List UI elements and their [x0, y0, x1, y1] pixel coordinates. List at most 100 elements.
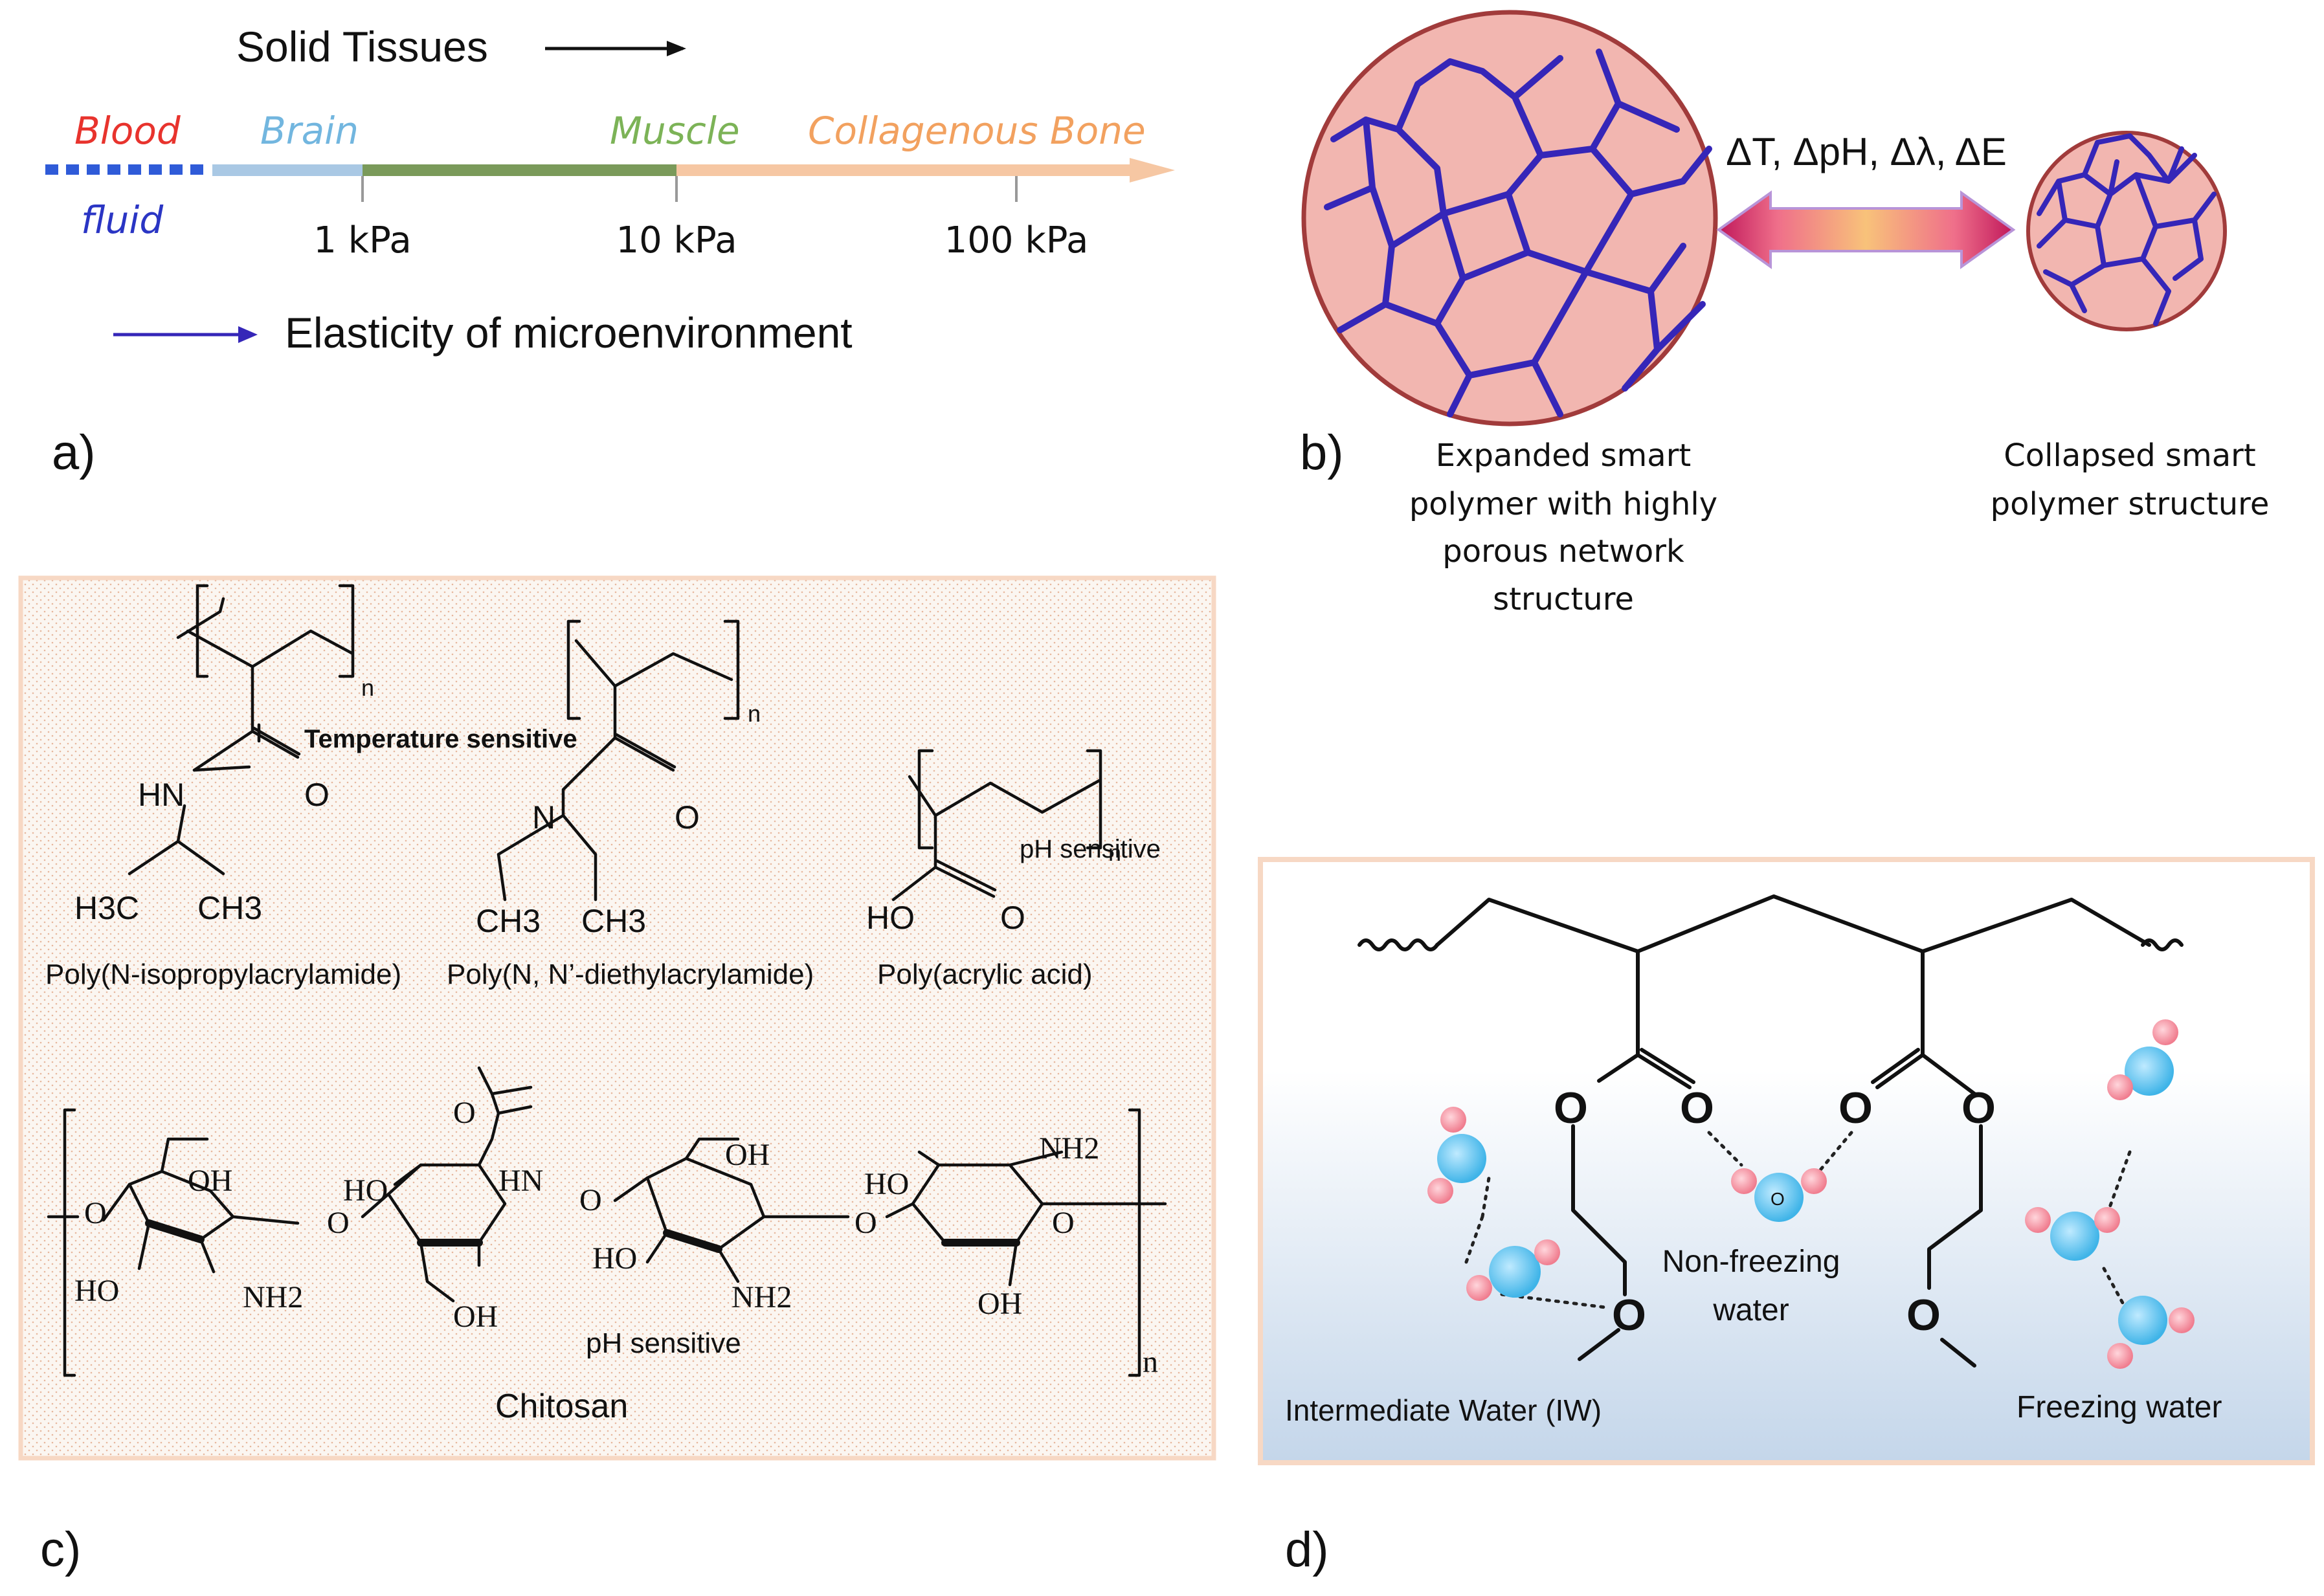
panel-a: Solid Tissues Blood fluid Brain Muscle C…: [45, 23, 1175, 480]
fluid-label: fluid: [81, 198, 164, 242]
temp-sensitive-label: Temperature sensitive: [304, 725, 577, 753]
water-molecule-freezing-2: [2025, 1207, 2120, 1261]
intermediate-water-label: Intermediate Water (IW): [1285, 1393, 1602, 1427]
chitosan-oh-2: OH: [453, 1300, 498, 1334]
pnipam-h3c: H3C: [74, 890, 139, 926]
paa-ho: HO: [866, 900, 915, 936]
pnipam-structure: n HN O H3C CH3: [74, 584, 374, 926]
elasticity-label: Elasticity of microenvironment: [285, 309, 853, 357]
chitosan-o-4: O: [855, 1206, 877, 1240]
collapsed-caption-1: Collapsed smart: [2004, 438, 2255, 474]
carbonyl-o-left: O: [1680, 1083, 1714, 1133]
bone-label: Collagenous Bone: [808, 109, 1146, 153]
chitosan-acetyl-o: O: [453, 1096, 476, 1130]
brain-bar: [212, 164, 363, 176]
expanded-caption-2: polymer with highly: [1409, 486, 1717, 522]
collapsed-network: [2037, 133, 2217, 326]
double-arrow: [1716, 190, 2016, 269]
ph-sensitive-label-2: pH sensitive: [586, 1327, 741, 1359]
expanded-caption-1: Expanded smart: [1436, 438, 1692, 474]
chitosan-oh-3: OH: [725, 1138, 770, 1172]
carbonyl-o-right: O: [1838, 1083, 1873, 1133]
ph-sensitive-label-1: pH sensitive: [1020, 835, 1161, 863]
chitosan-nh2-1: NH2: [243, 1280, 303, 1314]
muscle-bar: [363, 164, 676, 176]
backbone-wavy-ends: [1358, 938, 2184, 951]
chitosan-hn: HN: [498, 1164, 543, 1198]
ether-chain-right: [1927, 1124, 1983, 1368]
water-molecule-intermediate-1: [1427, 1107, 1486, 1204]
expanded-caption-3: porous network: [1442, 533, 1684, 570]
chitosan-o-5: O: [1052, 1206, 1075, 1240]
pdeaam-ch3-a: CH3: [476, 903, 541, 939]
pnipam-o: O: [304, 777, 330, 813]
tick-label-1: 1 kPa: [313, 219, 411, 261]
tick-label-3: 100 kPa: [944, 219, 1089, 261]
paa-o: O: [1000, 900, 1025, 936]
non-freezing-label-2: water: [1712, 1293, 1789, 1327]
hbond-non-freezing: [1707, 1131, 1853, 1173]
water-molecule-freezing-3: [2107, 1296, 2195, 1369]
panel-d-label: d): [1285, 1522, 1329, 1577]
expanded-caption-4: structure: [1493, 581, 1634, 617]
polymer-backbone: [1435, 894, 2151, 953]
pdeaam-ch3-b: CH3: [581, 903, 646, 939]
chitosan-o-1: O: [84, 1196, 107, 1230]
pdeaam-structure: n N O CH3 CH3: [476, 619, 761, 939]
ether-o-left: O: [1612, 1291, 1646, 1340]
chitosan-o-2: O: [327, 1206, 350, 1240]
elasticity-arrowhead: [238, 326, 258, 343]
chitosan-structure: O OH HO NH2 O HO O HN OH O OH HO NH2 O H…: [47, 1066, 1167, 1379]
pnipam-ch3: CH3: [197, 890, 262, 926]
panel-c-box: [18, 575, 1216, 1461]
pnipam-n: n: [361, 674, 374, 701]
panel-b: ΔT, ΔpH, Δλ, ΔE Expanded smart polymer w…: [1300, 10, 2270, 617]
pdeaam-o: O: [675, 799, 700, 836]
freezing-water-label: Freezing water: [2017, 1390, 2222, 1424]
chitosan-oh-4: OH: [978, 1287, 1022, 1321]
water-molecule-freezing-1: [2107, 1019, 2178, 1100]
panel-d: O O O O O O O: [1258, 857, 2315, 1577]
non-freezing-label-1: Non-freezing: [1662, 1245, 1840, 1279]
bone-bar-arrowhead: [1130, 158, 1175, 183]
collapsed-caption-2: polymer structure: [1991, 486, 2270, 522]
pdeaam-n-atom: N: [532, 799, 555, 836]
chitosan-ho-3: HO: [592, 1241, 637, 1276]
pdeaam-name: Poly(N, N’-diethylacrylamide): [447, 959, 814, 990]
chitosan-o-3: O: [579, 1183, 602, 1217]
expanded-polymer-circle: [1301, 10, 1718, 427]
panel-d-box: [1258, 857, 2315, 1465]
ester-o-left: O: [1554, 1083, 1588, 1133]
chitosan-ho-4: HO: [864, 1167, 909, 1201]
solid-tissues-arrowhead: [667, 41, 686, 56]
chitosan-nh2-2: NH2: [732, 1280, 792, 1314]
water-o: O: [1771, 1189, 1785, 1209]
chitosan-oh-1: OH: [188, 1164, 232, 1198]
chitosan-ho-2: HO: [343, 1173, 388, 1208]
tick-label-2: 10 kPa: [616, 219, 737, 261]
side-chain-left: [1597, 949, 1695, 1089]
ester-o-right: O: [1961, 1083, 1996, 1133]
chitosan-ho-1: HO: [74, 1274, 119, 1308]
methoxy-left: [1578, 1328, 1620, 1361]
paa-name: Poly(acrylic acid): [877, 959, 1093, 990]
pnipam-hn: HN: [138, 777, 184, 813]
paa-n: n: [1108, 839, 1121, 866]
chitosan-name: Chitosan: [495, 1388, 628, 1425]
expanded-network: [1324, 49, 1712, 417]
side-chain-right: [1871, 949, 1976, 1096]
solid-tissues-label: Solid Tissues: [236, 23, 488, 71]
blood-label: Blood: [74, 109, 181, 153]
water-molecule-nonfreezing: O: [1731, 1168, 1827, 1222]
chitosan-nh2-3: NH2: [1039, 1131, 1099, 1166]
bone-bar: [676, 164, 1130, 176]
paa-structure: n HO O: [866, 749, 1121, 936]
chitosan-n: n: [1143, 1345, 1158, 1379]
ether-o-right: O: [1906, 1291, 1941, 1340]
stimuli-label: ΔT, ΔpH, Δλ, ΔE: [1726, 130, 2007, 173]
panel-c-label: c): [40, 1522, 81, 1577]
brain-label: Brain: [260, 109, 359, 153]
muscle-label: Muscle: [610, 109, 740, 153]
water-molecule-intermediate-2: [1466, 1239, 1560, 1301]
panel-b-label: b): [1300, 425, 1344, 480]
